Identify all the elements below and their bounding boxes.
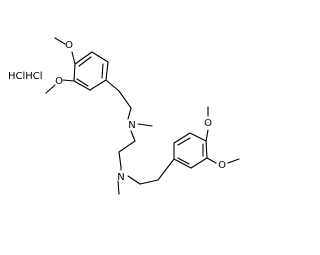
bond	[177, 157, 190, 165]
bond	[190, 157, 208, 169]
lower-aromatic-ring	[173, 132, 208, 169]
bond	[130, 130, 136, 142]
bond	[189, 132, 207, 142]
bond	[45, 84, 56, 94]
bond	[76, 78, 89, 87]
bond	[173, 158, 192, 169]
upper-methoxy-groups	[45, 37, 76, 94]
bond	[137, 123, 153, 127]
atom-label-oxygen: O	[218, 160, 226, 171]
bond	[101, 63, 104, 79]
bond	[157, 158, 175, 181]
bond	[62, 79, 75, 82]
bond	[91, 51, 109, 63]
bond	[205, 140, 208, 159]
bond	[118, 151, 122, 168]
bond	[139, 179, 159, 185]
bond	[71, 51, 76, 65]
bond	[118, 140, 136, 153]
bond	[227, 158, 240, 164]
bond	[89, 79, 107, 91]
atom-label-nitrogen: N	[128, 120, 135, 131]
bond	[206, 157, 217, 164]
lower-methoxy-groups	[205, 106, 240, 164]
molecule-drawing: O O N N O O HClHCl	[8, 37, 240, 195]
bond	[177, 137, 191, 146]
atom-label-nitrogen: N	[117, 172, 124, 183]
bond	[118, 90, 132, 109]
atom-label-oxygen: O	[204, 118, 212, 129]
bond	[78, 56, 92, 67]
upper-ethyl-linker	[105, 79, 132, 120]
bond	[127, 175, 141, 185]
bond	[74, 51, 93, 65]
bond	[105, 61, 109, 81]
upper-aromatic-ring	[73, 51, 109, 91]
bond	[127, 107, 132, 120]
bond	[73, 80, 91, 91]
bond	[73, 63, 76, 82]
upper-amine-substituents	[130, 123, 153, 142]
atom-label-oxygen: O	[65, 40, 73, 51]
bond	[173, 132, 191, 144]
lower-ethyl-linker	[139, 158, 175, 185]
bond	[117, 180, 120, 195]
bond	[205, 129, 209, 142]
lower-amine-substituents	[117, 175, 141, 195]
structure-diagram: O O N N O O HClHCl	[8, 37, 240, 195]
bond	[105, 79, 120, 92]
bond	[54, 37, 66, 45]
atom-label-oxygen: O	[55, 76, 63, 87]
propyl-chain	[118, 140, 136, 171]
salt-label: HClHCl	[8, 71, 43, 82]
